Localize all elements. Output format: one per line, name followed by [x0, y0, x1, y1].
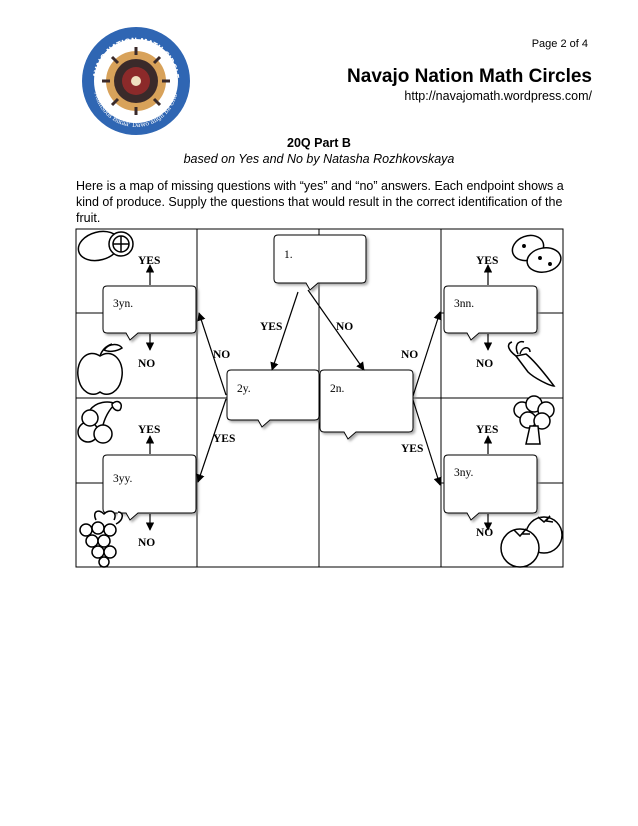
question-label-2n: 2n. — [330, 383, 345, 395]
question-label-3yn: 3yn. — [113, 298, 133, 310]
question-label-3yy: 3yy. — [113, 473, 133, 485]
doc-subtitle: based on Yes and No by Natasha Rozhkovsk… — [183, 152, 455, 166]
doc-title: 20Q Part B — [287, 136, 351, 150]
org-url[interactable]: http://navajomath.wordpress.com/ — [404, 89, 592, 103]
answer-yes-label: YES — [476, 255, 498, 267]
question-label-3nn: 3nn. — [454, 298, 474, 310]
question-box-3ny[interactable] — [443, 454, 538, 521]
answer-no-label: NO — [138, 537, 155, 549]
carrot-icon — [507, 340, 556, 387]
answer-yes-label: YES — [260, 321, 282, 333]
cherries-icon — [77, 400, 123, 444]
question-box-3yn[interactable] — [102, 285, 197, 341]
question-label-3ny: 3ny. — [454, 467, 474, 479]
answer-yes-label: YES — [476, 424, 498, 436]
tomatoes-icon — [500, 515, 563, 568]
answer-no-label: NO — [476, 527, 493, 539]
question-box-3yy[interactable] — [102, 454, 197, 521]
answer-no-label: NO — [138, 358, 155, 370]
potatoes-icon — [511, 234, 562, 273]
answer-yes-label: YES — [213, 433, 235, 445]
question-box-2n[interactable] — [319, 369, 414, 440]
grapes-icon — [79, 510, 123, 568]
apple-icon — [77, 343, 123, 396]
answer-no-label: NO — [401, 349, 418, 361]
answer-yes-label: YES — [138, 255, 160, 267]
logo-seal-icon: NAVAJO NATION MATH CIRCLES Naaltsoos Bik… — [80, 25, 190, 135]
answer-no-label: NO — [476, 358, 493, 370]
question-box-3nn[interactable] — [443, 285, 538, 341]
question-box-2y[interactable] — [226, 369, 320, 428]
question-box-1[interactable] — [273, 234, 367, 291]
answer-no-label: NO — [213, 349, 230, 361]
question-label-2y: 2y. — [237, 383, 251, 395]
answer-yes-label: YES — [138, 424, 160, 436]
page-number: Page 2 of 4 — [531, 38, 588, 50]
branch-arrows — [145, 264, 493, 531]
org-title: Navajo Nation Math Circles — [347, 66, 592, 87]
lemon-icon — [77, 230, 134, 262]
intro-paragraph: Here is a map of missing questions with … — [76, 179, 564, 225]
answer-no-label: NO — [336, 321, 353, 333]
broccoli-icon — [513, 395, 555, 445]
answer-yes-label: YES — [401, 443, 423, 455]
question-label-1: 1. — [284, 249, 293, 261]
